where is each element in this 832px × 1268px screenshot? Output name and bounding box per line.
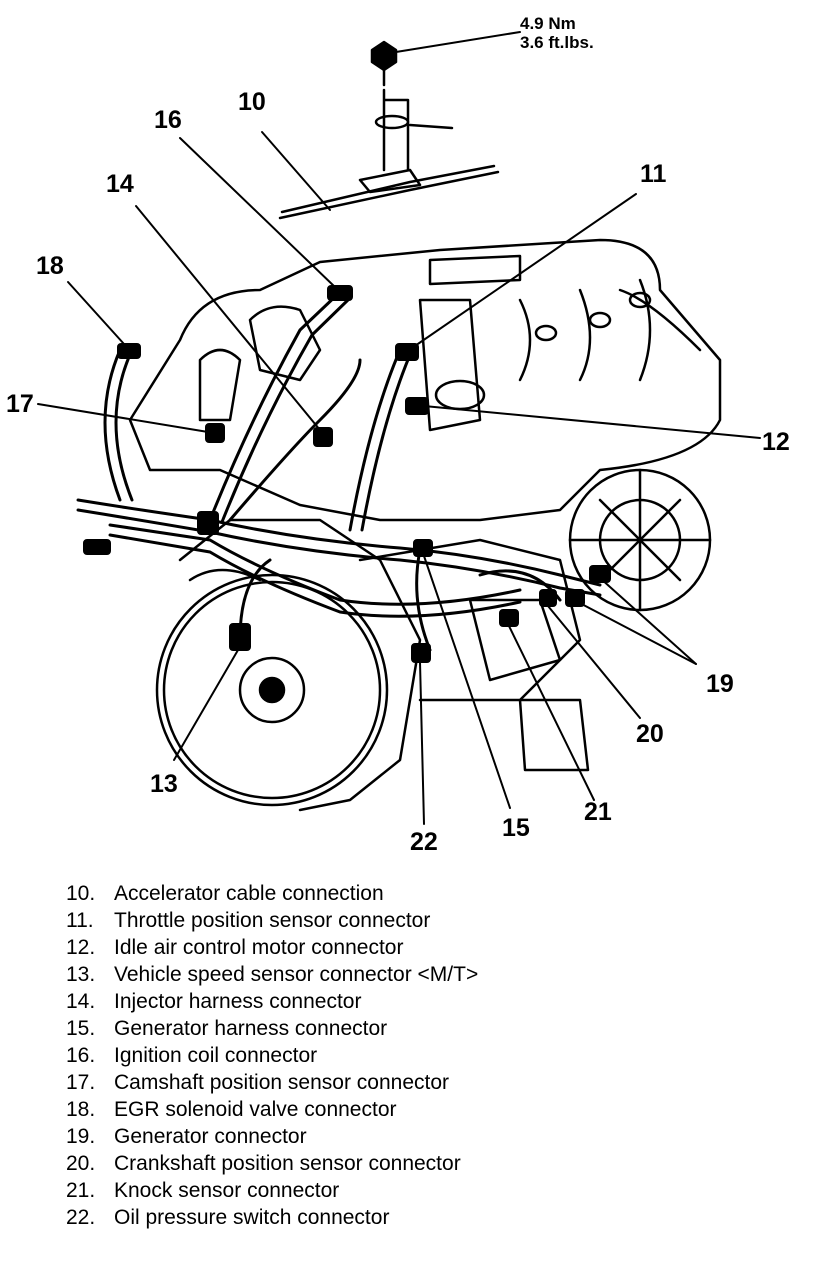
legend-number: 12. bbox=[66, 936, 96, 959]
callout-22: 22 bbox=[410, 828, 438, 856]
accelerator-cable-bracket bbox=[278, 88, 500, 220]
legend-number: 13. bbox=[66, 963, 96, 986]
leader-lines bbox=[37, 131, 761, 825]
torque-ftlbs: 3.6 ft.lbs. bbox=[520, 33, 594, 52]
legend-number: 20. bbox=[66, 1152, 96, 1175]
legend-item: 21. Knock sensor connector bbox=[66, 1177, 766, 1204]
legend-item: 12. Idle air control motor connector bbox=[66, 934, 766, 961]
legend-number: 21. bbox=[66, 1179, 96, 1202]
engine-wiring-diagram bbox=[37, 31, 761, 825]
legend-text: Idle air control motor connector bbox=[114, 936, 404, 959]
legend-number: 17. bbox=[66, 1071, 96, 1094]
callout-12: 12 bbox=[762, 428, 790, 456]
callout-13: 13 bbox=[150, 770, 178, 798]
callout-19: 19 bbox=[706, 670, 734, 698]
legend-number: 16. bbox=[66, 1044, 96, 1067]
legend-item: 15. Generator harness connector bbox=[66, 1015, 766, 1042]
legend-number: 14. bbox=[66, 990, 96, 1013]
legend-text: Throttle position sensor connector bbox=[114, 909, 431, 932]
legend-item: 17. Camshaft position sensor connector bbox=[66, 1069, 766, 1096]
callout-17: 17 bbox=[6, 390, 34, 418]
generator bbox=[568, 468, 712, 612]
legend-text: Camshaft position sensor connector bbox=[114, 1071, 450, 1094]
connectors bbox=[83, 285, 611, 663]
callout-16: 16 bbox=[154, 106, 182, 134]
legend-item: 16. Ignition coil connector bbox=[66, 1042, 766, 1069]
callout-15: 15 bbox=[502, 814, 530, 842]
legend-item: 19. Generator connector bbox=[66, 1123, 766, 1150]
callout-20: 20 bbox=[636, 720, 664, 748]
callout-11: 11 bbox=[640, 160, 667, 188]
callout-21: 21 bbox=[584, 798, 612, 826]
legend-item: 20. Crankshaft position sensor connector bbox=[66, 1150, 766, 1177]
legend-text: Accelerator cable connection bbox=[114, 882, 384, 905]
legend-item: 14. Injector harness connector bbox=[66, 988, 766, 1015]
legend-number: 11. bbox=[66, 909, 94, 932]
legend-number: 19. bbox=[66, 1125, 96, 1148]
legend-item: 11. Throttle position sensor connector bbox=[66, 907, 766, 934]
flywheel bbox=[155, 573, 389, 807]
legend-number: 18. bbox=[66, 1098, 96, 1121]
legend-text: Generator connector bbox=[114, 1125, 307, 1148]
legend-text: Knock sensor connector bbox=[114, 1179, 340, 1202]
callout-18: 18 bbox=[36, 252, 64, 280]
legend-item: 22. Oil pressure switch connector bbox=[66, 1204, 766, 1231]
torque-spec: 4.9 Nm 3.6 ft.lbs. bbox=[520, 14, 594, 52]
legend-text: Generator harness connector bbox=[114, 1017, 388, 1040]
torque-nm: 4.9 Nm bbox=[520, 14, 576, 33]
legend-number: 22. bbox=[66, 1206, 96, 1229]
legend-text: Ignition coil connector bbox=[114, 1044, 318, 1067]
legend-text: Crankshaft position sensor connector bbox=[114, 1152, 461, 1175]
legend-number: 15. bbox=[66, 1017, 96, 1040]
legend-item: 10. Accelerator cable connection bbox=[66, 880, 766, 907]
legend-list: 10. Accelerator cable connection 11. Throt… bbox=[66, 880, 766, 1231]
legend-text: Vehicle speed sensor connector <M/T> bbox=[114, 963, 479, 986]
legend-item: 18. EGR solenoid valve connector bbox=[66, 1096, 766, 1123]
engine-block bbox=[128, 238, 722, 812]
callout-10: 10 bbox=[238, 88, 266, 116]
callout-14: 14 bbox=[106, 170, 134, 198]
legend-text: Injector harness connector bbox=[114, 990, 362, 1013]
legend-item: 13. Vehicle speed sensor connector <M/T> bbox=[66, 961, 766, 988]
legend-number: 10. bbox=[66, 882, 96, 905]
legend-text: EGR solenoid valve connector bbox=[114, 1098, 397, 1121]
legend-text: Oil pressure switch connector bbox=[114, 1206, 390, 1229]
bolt-icon bbox=[370, 31, 521, 87]
